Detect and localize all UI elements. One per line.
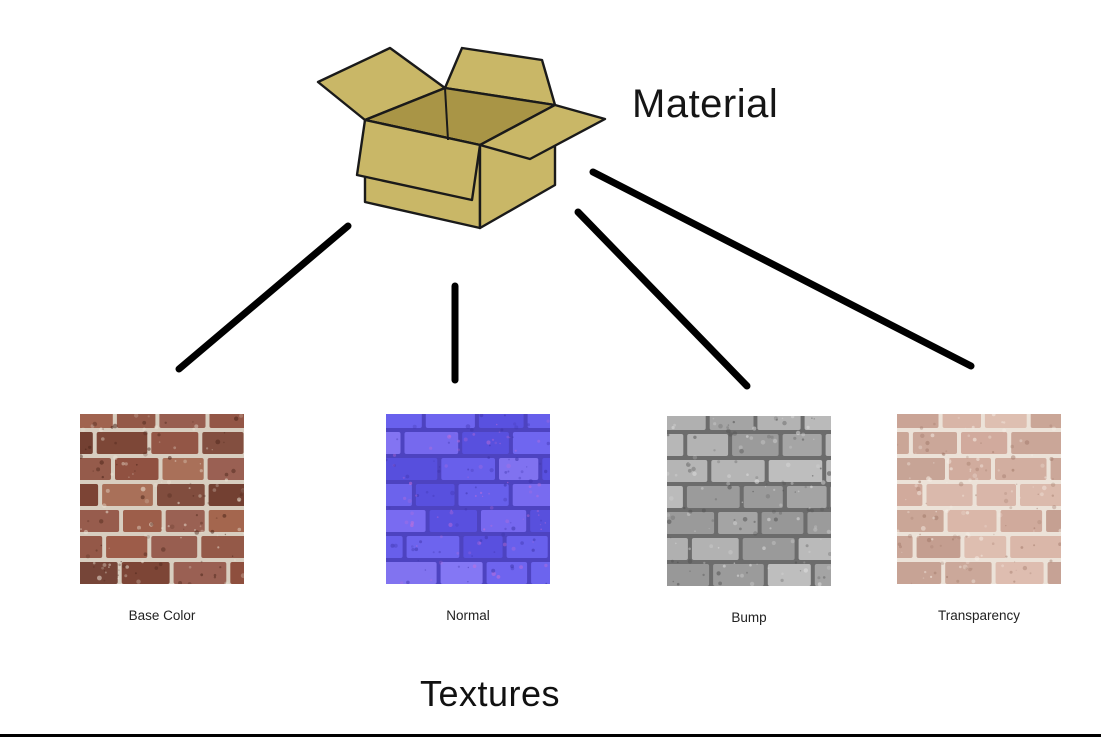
transparency-texture-image xyxy=(897,414,1061,584)
connector-line-base-color xyxy=(175,222,352,373)
bump-texture-image xyxy=(667,416,831,586)
texture-tile-base-color: Base Color xyxy=(80,414,244,623)
textures-title: Textures xyxy=(419,673,561,714)
box-flap-front xyxy=(355,118,482,202)
box-interior-edge xyxy=(444,87,449,141)
material-label: Material xyxy=(632,82,779,126)
texture-tile-normal: Normal xyxy=(386,414,550,623)
texture-label-normal: Normal xyxy=(446,608,490,623)
texture-tile-bump: Bump xyxy=(667,416,831,625)
bottom-divider xyxy=(0,734,1101,737)
texture-tile-transparency: Transparency xyxy=(897,414,1061,623)
base-color-texture-image xyxy=(80,414,244,584)
texture-label-bump: Bump xyxy=(731,610,767,625)
box-flap-right xyxy=(478,103,607,161)
normal-texture-image xyxy=(386,414,550,584)
texture-label-base-color: Base Color xyxy=(128,608,196,623)
connector-line-transparency xyxy=(589,168,975,370)
cardboard-box-icon xyxy=(316,46,607,230)
texture-label-transparency: Transparency xyxy=(937,608,1021,623)
